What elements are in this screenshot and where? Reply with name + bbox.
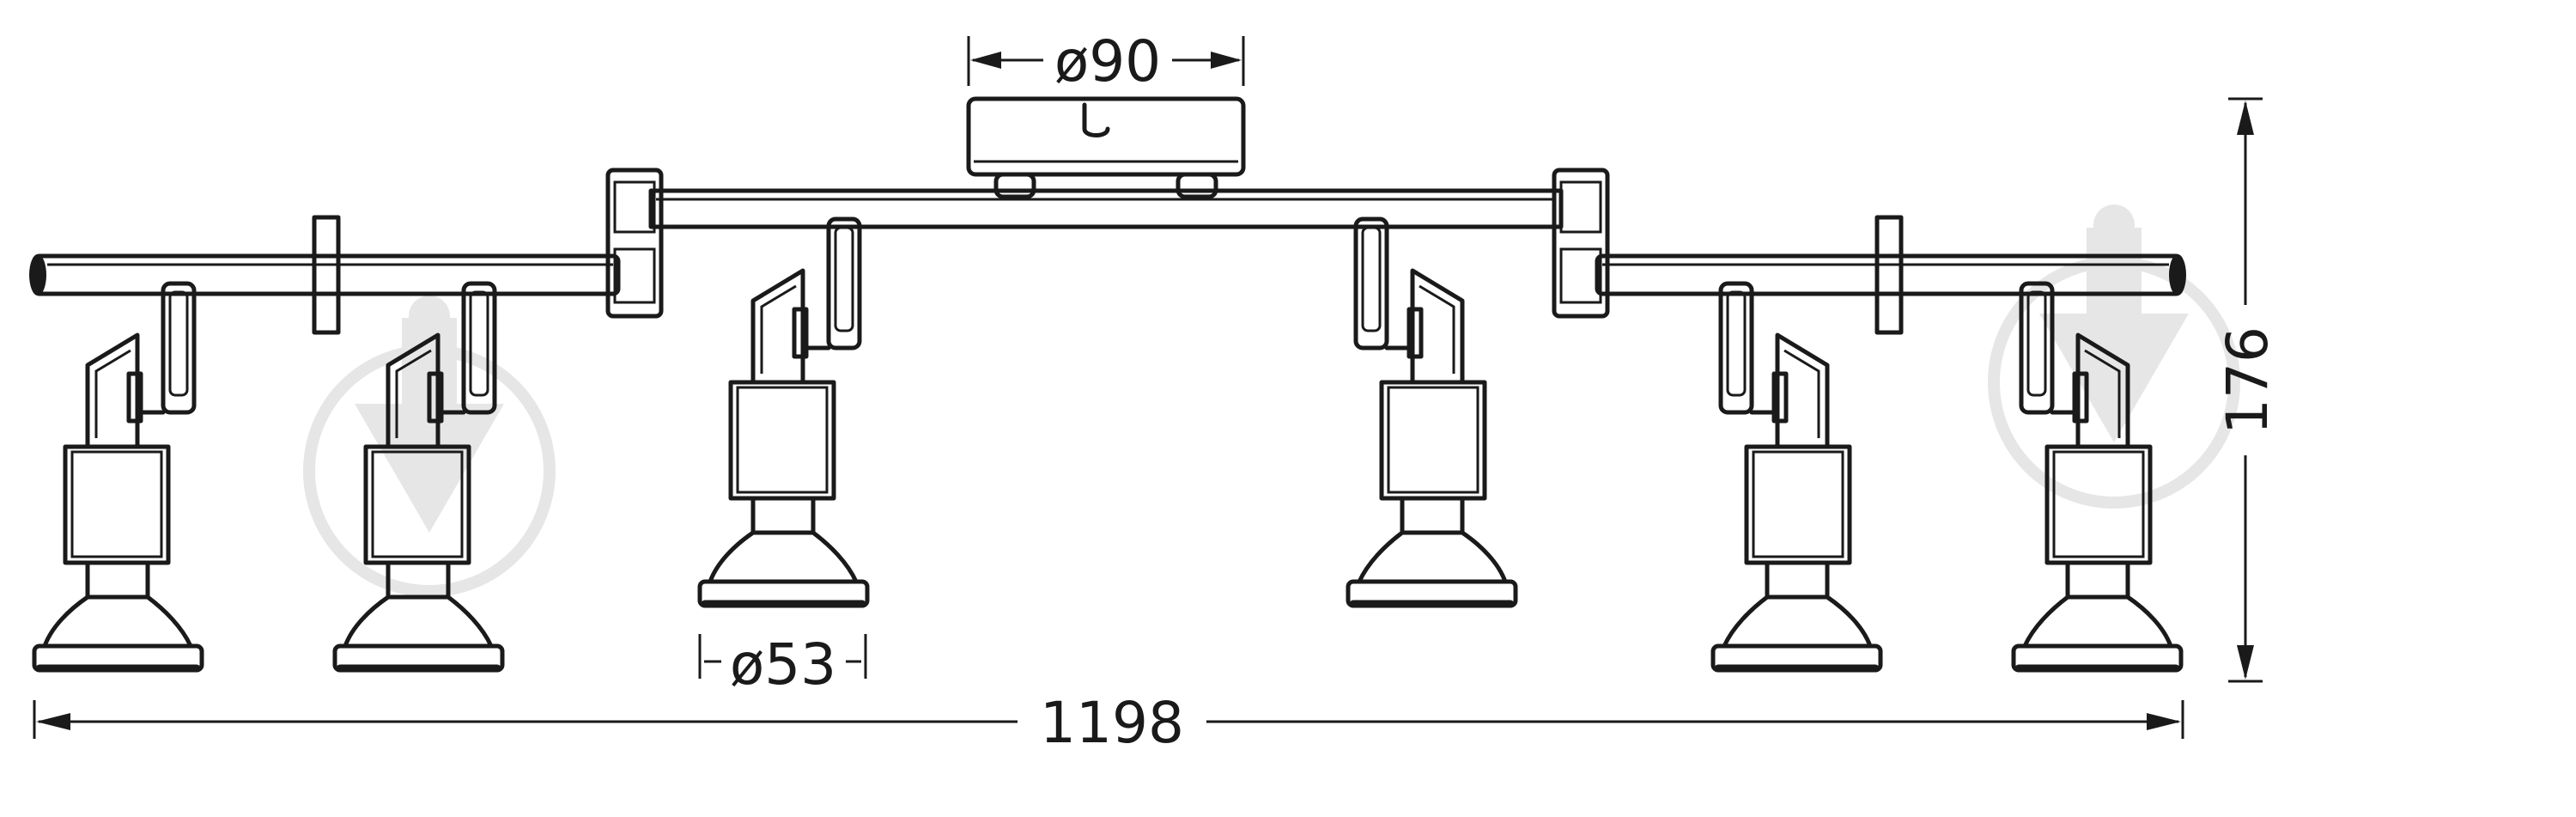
dimension-total-width: 1198 bbox=[33, 690, 2184, 756]
left-joint bbox=[605, 168, 664, 319]
spotlight-4 bbox=[1348, 219, 1516, 606]
watermark-logo-right bbox=[1988, 204, 2240, 509]
spotlight-5 bbox=[1713, 284, 1880, 670]
ceiling-canopy bbox=[966, 96, 1246, 199]
dimension-spot-diameter: ø53 bbox=[698, 631, 867, 698]
spot-diameter-label: ø53 bbox=[730, 631, 836, 698]
canopy-diameter-label: ø90 bbox=[1054, 28, 1161, 95]
spotlight-3 bbox=[700, 219, 867, 606]
dimension-total-height: 176 bbox=[2215, 97, 2281, 683]
total-width-label: 1198 bbox=[1040, 690, 1184, 756]
left-bar bbox=[29, 215, 621, 335]
total-height-label: 176 bbox=[2215, 326, 2281, 435]
spotlight-1 bbox=[34, 284, 202, 670]
dimension-canopy-diameter: ø90 bbox=[967, 28, 1245, 95]
right-joint bbox=[1552, 168, 1610, 319]
center-bar bbox=[648, 188, 1564, 229]
right-bar bbox=[1595, 215, 2186, 335]
